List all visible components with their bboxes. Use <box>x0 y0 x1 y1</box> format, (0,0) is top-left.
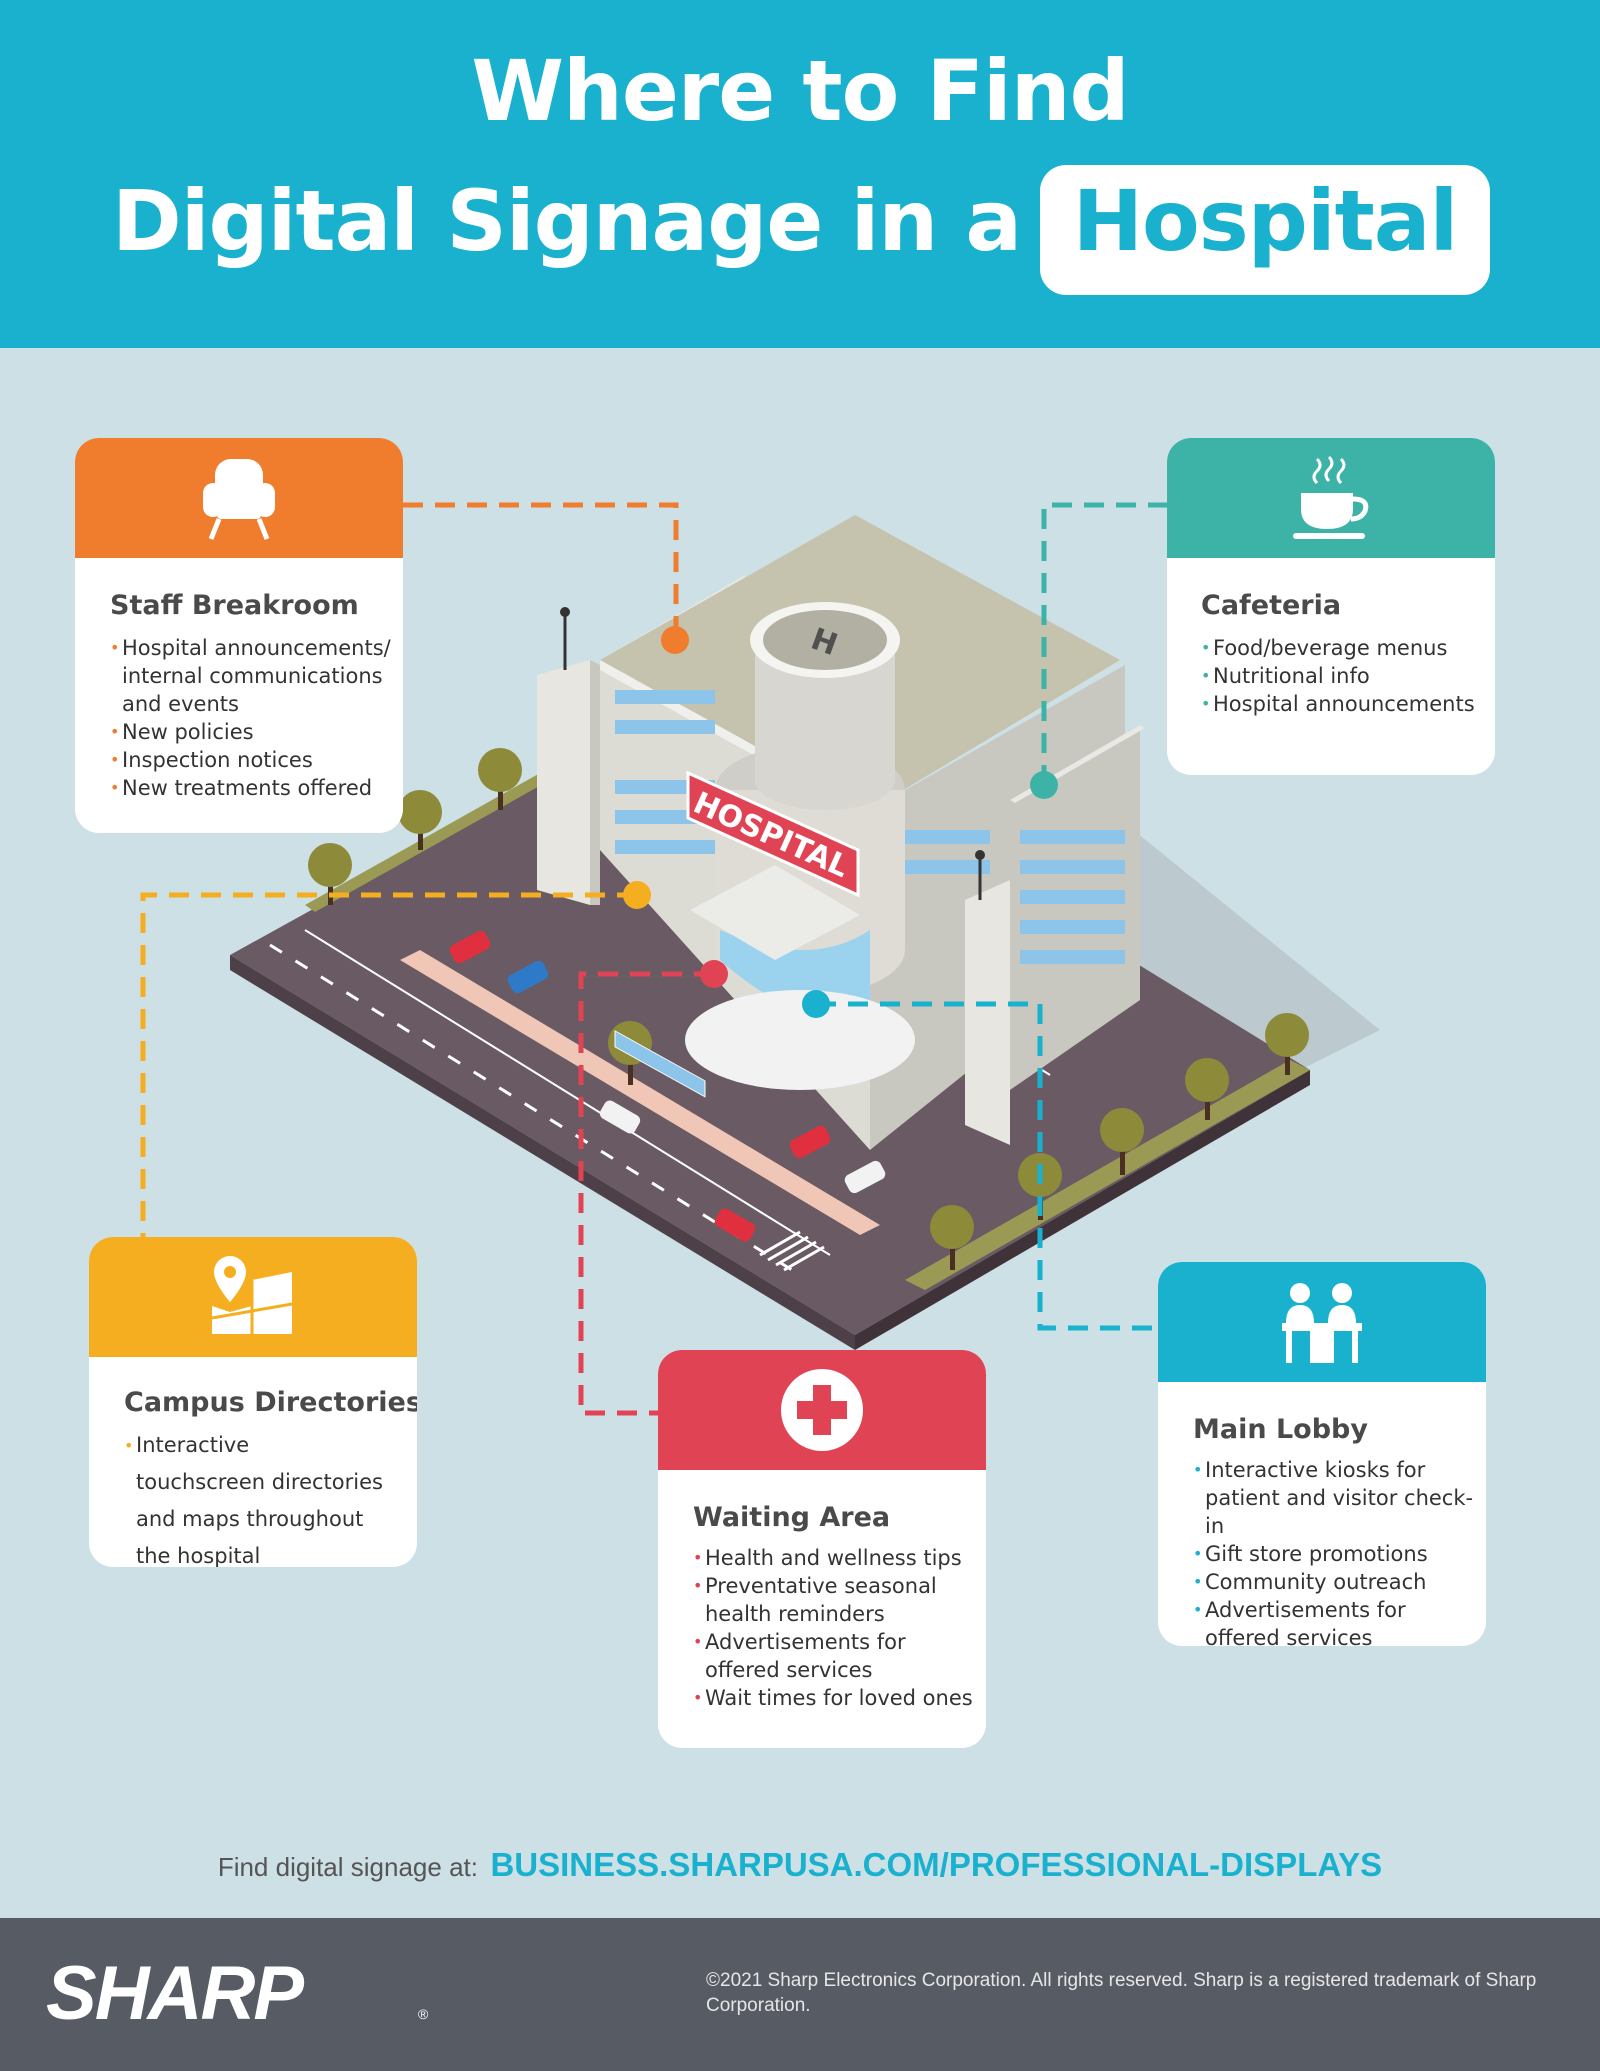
website-link[interactable]: BUSINESS.SHARPUSA.COM/PROFESSIONAL-DISPL… <box>490 1846 1383 1883</box>
marker-campus-directories <box>623 881 651 909</box>
card-title: Campus Directories <box>124 1387 417 1418</box>
connector-staff-breakroom <box>403 502 679 640</box>
parked-cars <box>449 930 886 1242</box>
card-campus-directories: Campus Directories Interactive touchscre… <box>89 1237 417 1567</box>
list-item: Interactive kiosks for patient and visit… <box>1193 1456 1481 1540</box>
list-item: Advertisements for offered services <box>693 1628 978 1684</box>
connector-campus-directories <box>140 892 637 1240</box>
card-cafeteria: Cafeteria Food/beverage menus Nutritiona… <box>1167 438 1495 775</box>
registered-mark: ® <box>418 2006 429 2022</box>
coffee-cup-icon <box>1293 455 1369 539</box>
card-title: Main Lobby <box>1193 1414 1368 1445</box>
card-header-main-lobby <box>1158 1262 1486 1382</box>
list-item: New policies <box>110 718 395 746</box>
medical-cross-icon <box>781 1369 863 1451</box>
connector-waiting-area <box>578 971 714 1416</box>
card-title: Staff Breakroom <box>110 590 359 621</box>
connector-cafeteria <box>1041 502 1168 785</box>
title-line-2: Digital Signage in a <box>112 172 1022 270</box>
card-list: Hospital announcements/ internal communi… <box>110 634 395 802</box>
grass-strip <box>305 745 600 912</box>
list-item: Wait times for loved ones <box>693 1684 978 1712</box>
hospital-illustration: H HOSPITAL <box>140 502 1380 1416</box>
card-header-staff-breakroom <box>75 438 403 558</box>
card-title: Waiting Area <box>693 1502 891 1533</box>
marker-waiting-area <box>700 960 728 988</box>
header-banner: Where to Find Digital Signage in a Hospi… <box>0 0 1600 348</box>
card-header-waiting-area <box>658 1350 986 1470</box>
marker-cafeteria <box>1030 771 1058 799</box>
list-item: Advertisements for offered services <box>1193 1596 1481 1646</box>
hospital-sign <box>686 770 860 898</box>
card-main-lobby: Main Lobby Interactive kiosks for patien… <box>1158 1262 1486 1646</box>
crosswalk <box>759 1230 825 1272</box>
reception-desk-icon <box>1282 1283 1362 1363</box>
footer-bar <box>0 1918 1600 2071</box>
list-item: Health and wellness tips <box>693 1544 978 1572</box>
median <box>400 950 880 1235</box>
card-list: Health and wellness tips Preventative se… <box>693 1544 978 1712</box>
footer-find-line: Find digital signage at: BUSINESS.SHARPU… <box>0 1846 1600 1884</box>
card-list: Interactive kiosks for patient and visit… <box>1193 1456 1481 1646</box>
card-header-cafeteria <box>1167 438 1495 558</box>
list-item: Nutritional info <box>1201 662 1486 690</box>
sharp-logo: SHARP <box>46 1951 304 2036</box>
copyright-text: ©2021 Sharp Electronics Corporation. All… <box>706 1970 1537 2016</box>
title-line-1: Where to Find <box>471 42 1129 140</box>
card-list: Food/beverage menus Nutritional info Hos… <box>1201 634 1486 718</box>
card-header-campus-directories <box>89 1237 417 1357</box>
marker-staff-breakroom <box>661 626 689 654</box>
connector-main-lobby <box>816 1001 1158 1331</box>
card-title: Cafeteria <box>1201 590 1342 621</box>
list-item: Interactive touchscreen directories and … <box>124 1427 384 1567</box>
card-staff-breakroom: Staff Breakroom Hospital announcements/ … <box>75 438 403 833</box>
hospital-building: H HOSPITAL <box>537 515 1145 1150</box>
card-waiting-area: Waiting Area Health and wellness tips Pr… <box>658 1350 986 1748</box>
list-item: Food/beverage menus <box>1201 634 1486 662</box>
find-label: Find digital signage at: <box>217 1852 478 1882</box>
title-highlight-pill: Hospital <box>1040 165 1490 295</box>
list-item: Hospital announcements/ internal communi… <box>110 634 395 718</box>
marker-main-lobby <box>802 990 830 1018</box>
list-item: Community outreach <box>1193 1568 1481 1596</box>
title-highlight: Hospital <box>1072 172 1459 270</box>
list-item: Gift store promotions <box>1193 1540 1481 1568</box>
armchair-icon <box>203 459 275 540</box>
list-item: New treatments offered <box>110 774 395 802</box>
list-item: Preventative seasonal health reminders <box>693 1572 978 1628</box>
card-list: Interactive touchscreen directories and … <box>124 1427 384 1567</box>
list-item: Inspection notices <box>110 746 395 774</box>
list-item: Hospital announcements <box>1201 690 1486 718</box>
map-pin-icon <box>211 1256 293 1334</box>
